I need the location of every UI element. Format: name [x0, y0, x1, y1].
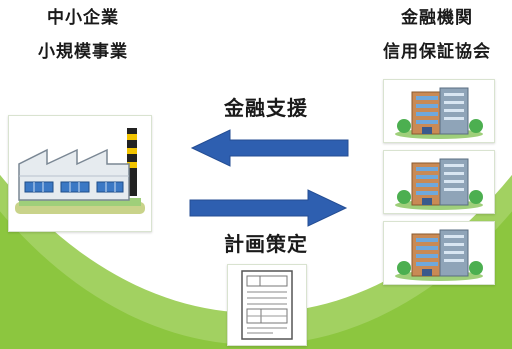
office-building-icon [395, 229, 483, 281]
financial-institution-label-line2: 信用保証協会 [383, 42, 491, 62]
bank-card-2 [383, 150, 495, 214]
bank-card-3 [383, 221, 495, 285]
office-building-icon [395, 87, 483, 139]
arrow-left-financial-support [190, 129, 349, 167]
bank-card-1 [383, 79, 495, 143]
financial-support-label: 金融支援 [224, 96, 308, 120]
sme-label-line1: 中小企業 [47, 8, 119, 28]
arrow-right-business-plan [189, 189, 348, 227]
document-icon [241, 270, 293, 340]
business-plan-label: 計画策定 [224, 232, 308, 256]
document-card [227, 264, 307, 346]
sme-label-line2: 小規模事業 [38, 42, 128, 62]
office-building-icon [395, 158, 483, 210]
financial-institution-label-line1: 金融機関 [401, 8, 473, 28]
factory-icon [9, 116, 151, 231]
factory-card [8, 115, 152, 232]
